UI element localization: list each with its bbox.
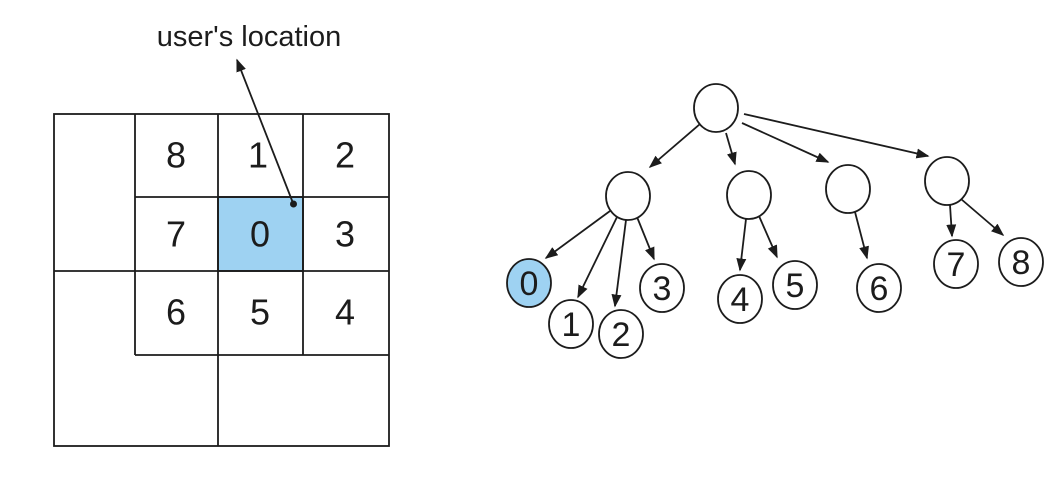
tree-node-internal-2 <box>726 170 772 220</box>
grid-cell-label-3: 3 <box>335 214 355 255</box>
tree-edge-internal-3-to-leaf-6 <box>854 211 869 260</box>
grid-cell-label-7: 7 <box>166 214 186 255</box>
tree-node-leaf-6 <box>856 263 902 313</box>
tree-node-internal-3 <box>825 164 871 214</box>
tree-node-label-6: 6 <box>870 270 889 308</box>
tree-node-leaf-2 <box>598 309 644 359</box>
tree-node-leaf-3 <box>639 263 685 313</box>
tree-node-leaf-1 <box>548 299 594 349</box>
grid-panel: 8 1 2 7 0 3 6 5 4 <box>53 113 390 447</box>
tree-edge-internal-4-to-leaf-8 <box>960 198 1005 236</box>
tree-edge-internal-4-to-leaf-7 <box>946 204 957 238</box>
tree-node-internal-4 <box>924 156 970 206</box>
tree-node-label-8: 8 <box>1012 244 1031 282</box>
grid-cell-label-0: 0 <box>250 214 270 255</box>
tree-edge-root-to-internal-1 <box>648 123 701 168</box>
tree-node-leaf-7 <box>933 239 979 289</box>
tree-edge-root-to-internal-3 <box>741 122 830 163</box>
grid-outer-border <box>53 113 390 447</box>
tree-node-leaf-4 <box>717 274 763 324</box>
tree-node-label-3: 3 <box>653 270 672 308</box>
grid-cell-label-8: 8 <box>166 135 186 176</box>
grid-cell-label-6: 6 <box>166 292 186 333</box>
tree-edge-internal-1-to-leaf-0 <box>544 210 611 259</box>
tree-node-root <box>693 83 739 133</box>
tree-node-leaf-5 <box>772 260 818 310</box>
tree-node-internal-1 <box>605 171 651 221</box>
tree-edge-root-to-internal-2 <box>725 132 737 166</box>
tree-edge-root-to-internal-4 <box>743 113 930 159</box>
tree-node-label-1: 1 <box>562 306 581 344</box>
tree-node-leaf-8 <box>998 237 1044 287</box>
tree-edge-internal-1-to-leaf-2 <box>611 219 627 308</box>
user-location-arrow <box>236 58 294 204</box>
user-location-annotation: user's location <box>157 21 341 208</box>
tree-node-label-0: 0 <box>520 265 539 303</box>
grid-cell-label-1: 1 <box>248 135 268 176</box>
tree-node-label-5: 5 <box>786 267 805 305</box>
grid-highlight-cell-0 <box>217 196 304 272</box>
user-location-dot <box>290 200 297 208</box>
tree-node-leaf-0 <box>506 258 552 308</box>
tree-node-label-4: 4 <box>731 281 750 319</box>
grid-cell-label-2: 2 <box>335 135 355 176</box>
tree-edge-internal-2-to-leaf-5 <box>758 215 778 259</box>
tree-edge-internal-1-to-leaf-3 <box>636 216 655 261</box>
user-location-label: user's location <box>157 21 341 53</box>
grid-cell-label-4: 4 <box>335 292 355 333</box>
grid-cell-label-5: 5 <box>250 292 270 333</box>
tree-node-label-7: 7 <box>947 246 966 284</box>
tree-edge-internal-2-to-leaf-4 <box>736 218 747 272</box>
tree-node-label-2: 2 <box>612 316 631 354</box>
tree-edge-internal-1-to-leaf-1 <box>577 216 618 299</box>
